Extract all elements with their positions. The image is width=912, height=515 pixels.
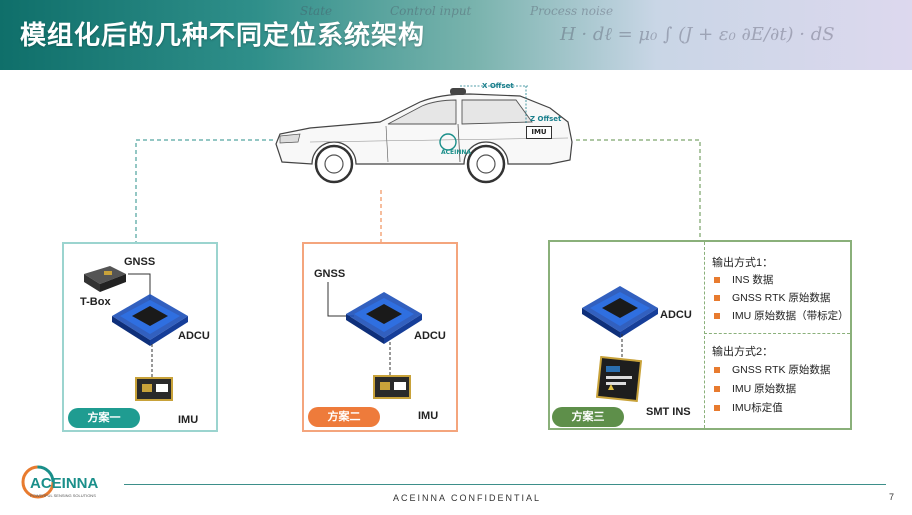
panel3-horizontal-divider xyxy=(704,333,850,334)
scheme-one-badge[interactable]: 方案一 xyxy=(68,408,140,428)
panel2-adcu-chip-icon xyxy=(346,292,422,344)
panel1-adcu-label: ADCU xyxy=(178,330,210,342)
panel3-ins-connector xyxy=(621,334,623,360)
panel2-adcu-label: ADCU xyxy=(414,330,446,342)
panel1-gnss-label: GNSS xyxy=(124,256,156,268)
panel3-adcu-chip-icon xyxy=(582,286,658,338)
panel1-adcu-chip-icon xyxy=(112,294,188,346)
output1-item: GNSS RTK 原始数据 xyxy=(714,290,830,305)
panel2-imu-connector xyxy=(389,342,391,376)
panel2-gnss-label: GNSS xyxy=(314,268,346,280)
panel3-vertical-divider xyxy=(704,242,705,428)
x-offset-label: X Offset xyxy=(482,82,514,90)
door-logo-text: ACEINNA xyxy=(441,149,471,156)
bg-formula-maxwell: H · dℓ = μ₀ ∫ (J + ε₀ ∂E/∂t) · dS xyxy=(560,24,835,45)
vehicle-imu-tag: IMU xyxy=(526,126,552,139)
panel3-adcu-label: ADCU xyxy=(660,309,692,321)
logo-text: ACEINNA xyxy=(30,475,99,492)
logo-tagline: POWERFUL SENSING SOLUTIONS xyxy=(30,493,96,498)
header-banner: State Control input Process noise H · dℓ… xyxy=(0,0,912,70)
output1-item: INS 数据 xyxy=(714,272,773,287)
scheme-two-badge[interactable]: 方案二 xyxy=(308,407,380,427)
panel2-imu-label: IMU xyxy=(418,410,439,422)
output1-item: IMU 原始数据（带标定） xyxy=(714,308,849,323)
vehicle-illustration: ACEINNA xyxy=(275,85,573,184)
panel1-tbox-label: T-Box xyxy=(80,296,111,308)
output2-item: IMU标定值 xyxy=(714,400,783,415)
bg-formula-control: Control input xyxy=(390,4,472,18)
smt-ins-module-icon xyxy=(596,356,642,402)
page-number: 7 xyxy=(889,492,895,502)
bg-formula-noise: Process noise xyxy=(530,4,614,18)
output-mode-1-title: 输出方式1： xyxy=(712,257,774,269)
output2-item: GNSS RTK 原始数据 xyxy=(714,362,830,377)
panel1-imu-module-icon xyxy=(135,377,173,401)
panel1-imu-label: IMU xyxy=(178,414,199,426)
output-mode-2-title: 输出方式2： xyxy=(712,346,774,358)
tbox-device-icon xyxy=(84,266,126,292)
output2-item: IMU 原始数据 xyxy=(714,381,796,396)
scheme-three-panel xyxy=(548,240,852,430)
panel3-smt-ins-label: SMT INS xyxy=(646,406,691,418)
z-offset-label: Z Offset xyxy=(530,115,562,123)
aceinna-logo: ACEINNA POWERFUL SENSING SOLUTIONS xyxy=(21,465,99,499)
confidential-label: ACEINNA CONFIDENTIAL xyxy=(393,493,542,503)
panel1-tbox-connector xyxy=(128,273,151,300)
panel2-imu-module-icon xyxy=(373,375,411,399)
page-title: 模组化后的几种不同定位系统架构 xyxy=(20,21,426,51)
footer-divider xyxy=(124,484,886,485)
panel2-gnss-connector xyxy=(327,282,354,317)
bg-formula-state: State xyxy=(300,4,333,18)
panel1-imu-connector xyxy=(151,344,153,378)
scheme-three-badge[interactable]: 方案三 xyxy=(552,407,624,427)
